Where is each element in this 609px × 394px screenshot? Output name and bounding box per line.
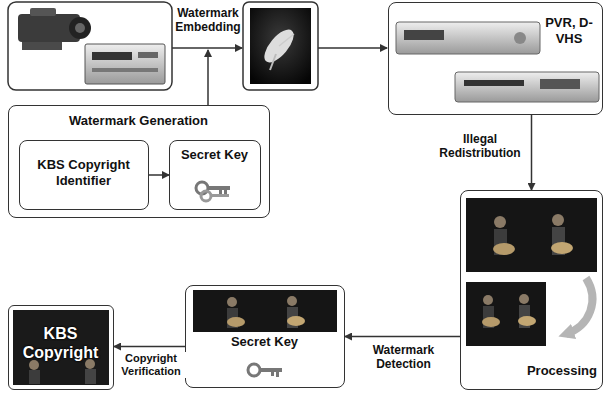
camera-box-part (138, 52, 158, 58)
concert-photo (193, 290, 337, 332)
key-icon-part (201, 191, 211, 201)
key-icon-part (211, 194, 229, 197)
key-icon-part (219, 190, 222, 194)
camera-box-part (8, 2, 172, 90)
key-icon (248, 364, 282, 377)
concert-photo-part (551, 242, 573, 254)
flow-arrow (531, 115, 533, 190)
verified-box: KBS Copyright (8, 305, 114, 390)
edge-label: Illegal Redistribution (432, 132, 528, 161)
concert-photo-part (193, 290, 337, 332)
concert-photo-small-part (518, 316, 536, 326)
satellite-box-part (279, 34, 294, 46)
flow-arrow (345, 336, 460, 338)
flow-arrows-part (172, 47, 242, 49)
detection-box: Secret Key (185, 285, 345, 388)
generation-box: Watermark GenerationKBS Copyright Identi… (8, 105, 270, 218)
key-icon-part (208, 186, 230, 190)
camera-box-part (92, 52, 132, 60)
camera-box-part (85, 44, 165, 84)
key-box: Secret Key (169, 140, 261, 210)
camera-box-part (92, 68, 158, 72)
satellite-box-part (250, 8, 311, 84)
pvr-devices-part (514, 32, 526, 44)
camera-box-part (75, 23, 85, 33)
device-box: PVR, D-VHS (388, 2, 603, 115)
processing-arrow (566, 278, 592, 334)
concert-photo-part (287, 316, 305, 326)
pvr-devices-part (404, 30, 444, 40)
key-icon-part (271, 372, 274, 376)
satellite-box-part (259, 25, 299, 67)
concert-photo-part (287, 296, 297, 306)
node-label: Secret Key (173, 147, 256, 163)
concert-photo-small (466, 282, 546, 346)
camera-box-part (30, 8, 56, 16)
pvr-devices-part (540, 79, 580, 89)
camera-box (8, 2, 172, 90)
concert-photo-small-part (483, 295, 493, 305)
concert-photo-part (13, 310, 109, 385)
flow-arrows-part (318, 47, 387, 49)
flow-label: Watermark Embedding (174, 6, 242, 35)
key-icon-part (276, 372, 279, 377)
node-label: Watermark Generation (9, 113, 268, 129)
camera-box-part (22, 42, 62, 50)
key-icon-part (248, 364, 260, 376)
key-icon-part (260, 368, 282, 372)
concert-photo-part (466, 198, 597, 272)
concert-photo-part (494, 216, 506, 228)
edge-label: Watermark Detection (350, 343, 457, 372)
concert-photo-small-part (466, 282, 546, 346)
satellite-box-part (270, 54, 276, 70)
concert-photo-part (227, 297, 237, 307)
node-label: KBS Copyright (13, 324, 108, 362)
concert-photo-part (552, 214, 564, 226)
node-label: Processing (509, 363, 597, 379)
concert-photo-small-part (519, 294, 529, 304)
flow-arrow (149, 174, 169, 176)
flow-arrows-part (207, 50, 209, 105)
edge-label: Copyright Verification (116, 352, 186, 378)
key-icon (196, 182, 230, 201)
concert-photo-part (29, 370, 40, 384)
concert-photo-part (227, 317, 245, 327)
identifier-box: KBS Copyright Identifier (19, 140, 149, 210)
pvr-devices-part (464, 80, 524, 86)
concert-photo (466, 198, 597, 272)
flow-arrows (172, 48, 387, 105)
camera-box-part (69, 17, 91, 39)
concert-photo-small-part (482, 317, 500, 327)
pvr-devices-part (396, 22, 540, 54)
concert-photo-part (29, 360, 39, 370)
satellite-box-part (243, 2, 318, 90)
concert-photo (13, 310, 109, 385)
flow-arrow (114, 346, 185, 348)
satellite-box (243, 2, 318, 90)
processing-box: Processing (460, 190, 603, 390)
concert-photo-part (85, 369, 96, 384)
node-label: KBS Copyright Identifier (24, 157, 143, 188)
node-label: PVR, D-VHS (539, 15, 599, 46)
node-label: Secret Key (190, 334, 339, 350)
concert-photo-part (493, 243, 515, 255)
pvr-devices-part (455, 72, 599, 102)
